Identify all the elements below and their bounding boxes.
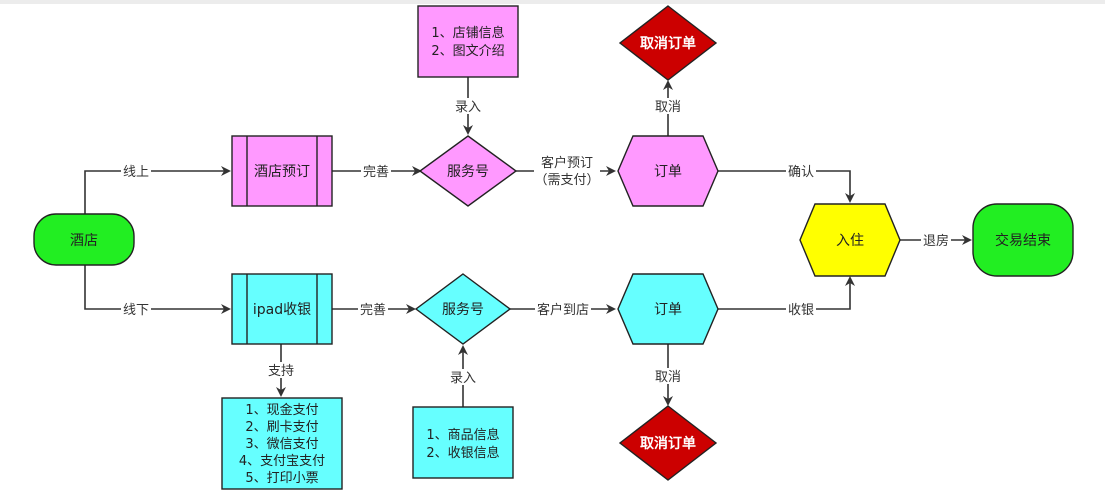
top-bar [0, 0, 1105, 4]
service-top-node [418, 135, 518, 207]
edge-perfect-bottom-label: 完善 [360, 302, 386, 318]
edge-offline [84, 265, 231, 314]
edge-checkout-label: 退房 [923, 233, 949, 249]
cancel-order-bottom-node [618, 405, 718, 481]
edge-perfect-top-label: 完善 [363, 164, 389, 180]
payment-box [221, 397, 343, 490]
ipad-cashier-label: ipad收银 [253, 302, 311, 318]
edge-customer-arrive-label: 客户到店 [537, 302, 589, 318]
checkin-label: 入住 [836, 233, 864, 249]
edge-cancel-top-label: 取消 [655, 100, 681, 115]
service-bottom-node [414, 273, 512, 345]
cancel-order-top-label: 取消订单 [640, 35, 696, 52]
cancel-order-bottom-label: 取消订单 [640, 435, 696, 452]
shop-info-line-2: 2、图文介绍 [431, 44, 504, 59]
edge-customer-book-label-1: 客户预订 [541, 155, 593, 171]
shop-info-line-1: 1、店铺信息 [431, 25, 504, 41]
edge-entry-bottom-label: 录入 [450, 371, 476, 386]
hotel-node-label: 酒店 [70, 233, 98, 249]
order-bottom-node [617, 273, 719, 345]
ipad-cashier-node [231, 273, 333, 345]
cancel-order-top-node [618, 5, 718, 81]
hotel-booking-label: 酒店预订 [254, 164, 310, 180]
edge-entry-top-label: 录入 [455, 100, 481, 115]
checkin-node [799, 203, 901, 277]
goods-info-line-2: 2、收银信息 [426, 445, 499, 461]
deal-end-label: 交易结束 [995, 232, 1051, 249]
shop-info-box [417, 5, 519, 78]
payment-line-2: 2、刷卡支付 [245, 420, 318, 435]
payment-line-4: 4、支付宝支付 [239, 454, 325, 469]
order-bottom-label: 订单 [654, 302, 682, 318]
payment-line-3: 3、微信支付 [245, 437, 318, 452]
edge-offline-label: 线下 [123, 303, 149, 318]
edge-online [84, 166, 231, 214]
payment-line-1: 1、现金支付 [245, 402, 318, 418]
goods-info-line-1: 1、商品信息 [426, 427, 499, 443]
edge-confirm-label: 确认 [788, 165, 814, 180]
edge-cashier-label: 收银 [788, 303, 814, 318]
edge-support-label: 支持 [268, 364, 294, 379]
order-top-label: 订单 [654, 164, 682, 180]
edge-confirm [718, 170, 855, 203]
hotel-node [33, 213, 135, 266]
service-top-label: 服务号 [447, 164, 489, 180]
hotel-booking-node [231, 135, 333, 207]
edge-cashier [718, 276, 855, 310]
payment-line-5: 5、打印小票 [245, 471, 318, 486]
edge-online-label: 线上 [123, 165, 149, 180]
edge-customer-book-label-2: （需支付） [534, 173, 599, 188]
service-bottom-label: 服务号 [442, 302, 484, 318]
deal-end-node [972, 203, 1074, 277]
edge-cancel-bottom-label: 取消 [655, 370, 681, 385]
goods-info-box [412, 406, 514, 479]
order-top-node [617, 135, 719, 207]
